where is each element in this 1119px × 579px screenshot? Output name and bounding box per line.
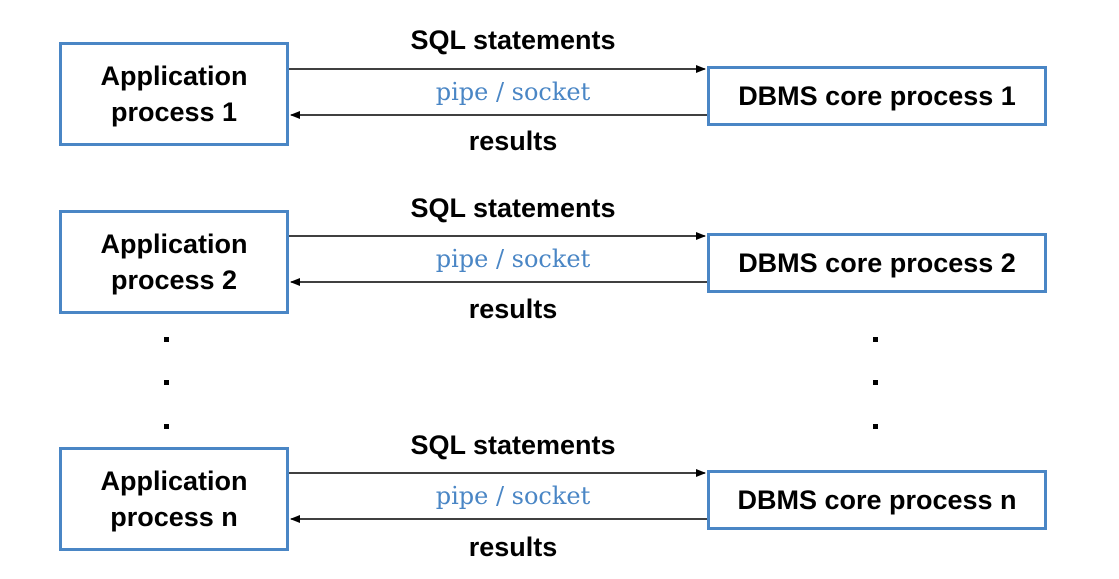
pipe-socket-label-1: pipe / socket — [435, 78, 591, 106]
application-process-2-line1: Application — [100, 229, 248, 259]
application-process-n-box: Application process n — [59, 447, 289, 551]
ellipsis-dot-left-3 — [164, 424, 169, 429]
sql-statements-label-n: SQL statements — [410, 430, 616, 460]
pipe-socket-label-n: pipe / socket — [435, 482, 591, 510]
ellipsis-dot-left-1 — [164, 337, 169, 342]
ellipsis-dot-right-1 — [873, 337, 878, 342]
ellipsis-dot-right-2 — [873, 380, 878, 385]
application-process-2-box: Application process 2 — [59, 210, 289, 314]
dbms-core-process-n-label: DBMS core process n — [737, 484, 1017, 515]
dbms-core-process-n-box: DBMS core process n — [707, 470, 1047, 530]
application-process-1-line2: process 1 — [110, 97, 238, 127]
application-process-1-line1: Application — [100, 61, 248, 91]
dbms-core-process-2-label: DBMS core process 2 — [738, 247, 1016, 278]
application-process-n-line2: process n — [110, 502, 238, 532]
ellipsis-dot-left-2 — [164, 380, 169, 385]
results-label-1: results — [468, 126, 558, 156]
dbms-core-process-1-box: DBMS core process 1 — [707, 66, 1047, 126]
application-process-n-line1: Application — [100, 466, 248, 496]
results-label-n: results — [468, 532, 558, 562]
sql-statements-label-1: SQL statements — [410, 25, 616, 55]
results-label-2: results — [468, 294, 558, 324]
dbms-core-process-2-box: DBMS core process 2 — [707, 233, 1047, 293]
sql-statements-label-2: SQL statements — [410, 193, 616, 223]
pipe-socket-label-2: pipe / socket — [435, 245, 591, 273]
ellipsis-dot-right-3 — [873, 424, 878, 429]
dbms-core-process-1-label: DBMS core process 1 — [738, 80, 1016, 111]
application-process-2-line2: process 2 — [110, 265, 238, 295]
application-process-1-box: Application process 1 — [59, 42, 289, 146]
